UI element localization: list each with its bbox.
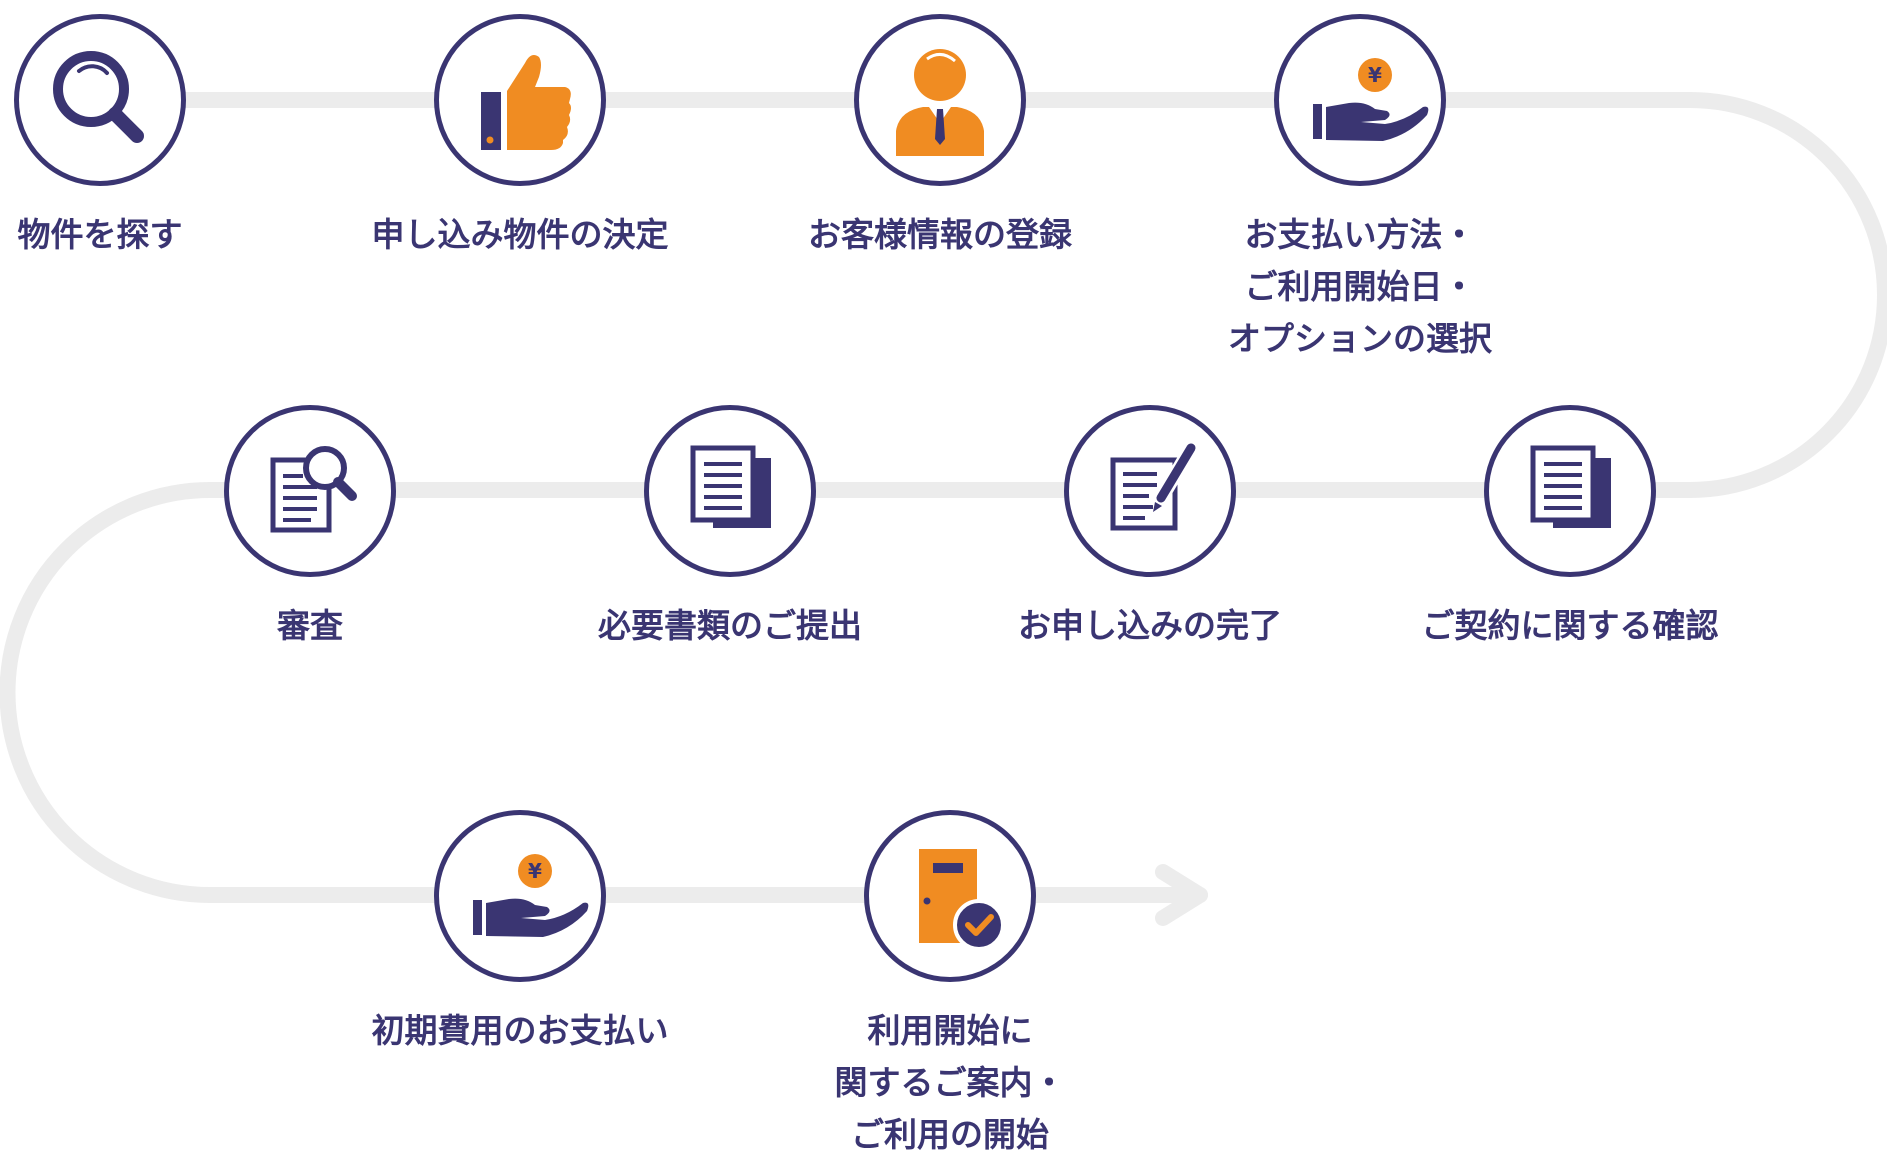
step-1-label-line-1: 物件を探す xyxy=(17,215,183,254)
step-9-label-line-1: 初期費用のお支払い xyxy=(371,1011,669,1050)
door-check-icon xyxy=(919,849,1005,951)
step-1-circle xyxy=(14,14,186,186)
svg-text:¥: ¥ xyxy=(528,859,542,883)
document-icon xyxy=(690,445,771,528)
step-3-label: お客様情報の登録 xyxy=(730,209,1150,261)
step-10-label-line-2: 関するご案内・ xyxy=(834,1063,1066,1102)
document-search-icon xyxy=(270,446,357,533)
step-2-label-line-1: 申し込み物件の決定 xyxy=(371,215,669,254)
magnifier-icon xyxy=(53,51,144,143)
step-4-label-line-2: ご利用開始日・ xyxy=(1244,267,1476,306)
step-5-label: ご契約に関する確認 xyxy=(1360,600,1780,652)
yen-hand-icon: ¥ xyxy=(473,854,589,937)
thumbs-up-icon xyxy=(481,55,571,150)
step-6-label-line-1: お申し込みの完了 xyxy=(1018,606,1282,645)
step-10-label-line-3: ご利用の開始 xyxy=(851,1115,1049,1154)
step-10-label-line-1: 利用開始に xyxy=(867,1011,1033,1050)
person-icon xyxy=(896,49,984,156)
document-icon xyxy=(1530,445,1611,528)
yen-hand-icon: ¥ xyxy=(1313,58,1429,141)
step-1-label: 物件を探す xyxy=(0,209,310,261)
step-10-label: 利用開始に 関するご案内・ ご利用の開始 xyxy=(740,1005,1160,1161)
step-3-label-line-1: お客様情報の登録 xyxy=(808,215,1072,254)
step-6-label: お申し込みの完了 xyxy=(940,600,1360,652)
step-6-circle xyxy=(1064,405,1236,577)
step-5-circle xyxy=(1484,405,1656,577)
svg-text:¥: ¥ xyxy=(1368,63,1382,87)
step-4-label: お支払い方法・ ご利用開始日・ オプションの選択 xyxy=(1150,209,1570,365)
step-8-label-line-1: 審査 xyxy=(277,606,343,645)
step-2-label: 申し込み物件の決定 xyxy=(310,209,730,261)
step-2-circle xyxy=(434,14,606,186)
step-4-label-line-3: オプションの選択 xyxy=(1228,319,1492,358)
step-7-label: 必要書類のご提出 xyxy=(520,600,940,652)
step-4-label-line-1: お支払い方法・ xyxy=(1244,215,1476,254)
step-4-circle: ¥ xyxy=(1274,14,1446,186)
step-7-label-line-1: 必要書類のご提出 xyxy=(598,606,862,645)
step-5-label-line-1: ご契約に関する確認 xyxy=(1421,606,1719,645)
step-9-circle: ¥ xyxy=(434,810,606,982)
step-7-circle xyxy=(644,405,816,577)
step-9-label: 初期費用のお支払い xyxy=(310,1005,730,1057)
step-3-circle xyxy=(854,14,1026,186)
step-10-circle xyxy=(864,810,1036,982)
step-8-label: 審査 xyxy=(100,600,520,652)
step-8-circle xyxy=(224,405,396,577)
document-pen-icon xyxy=(1110,441,1198,531)
